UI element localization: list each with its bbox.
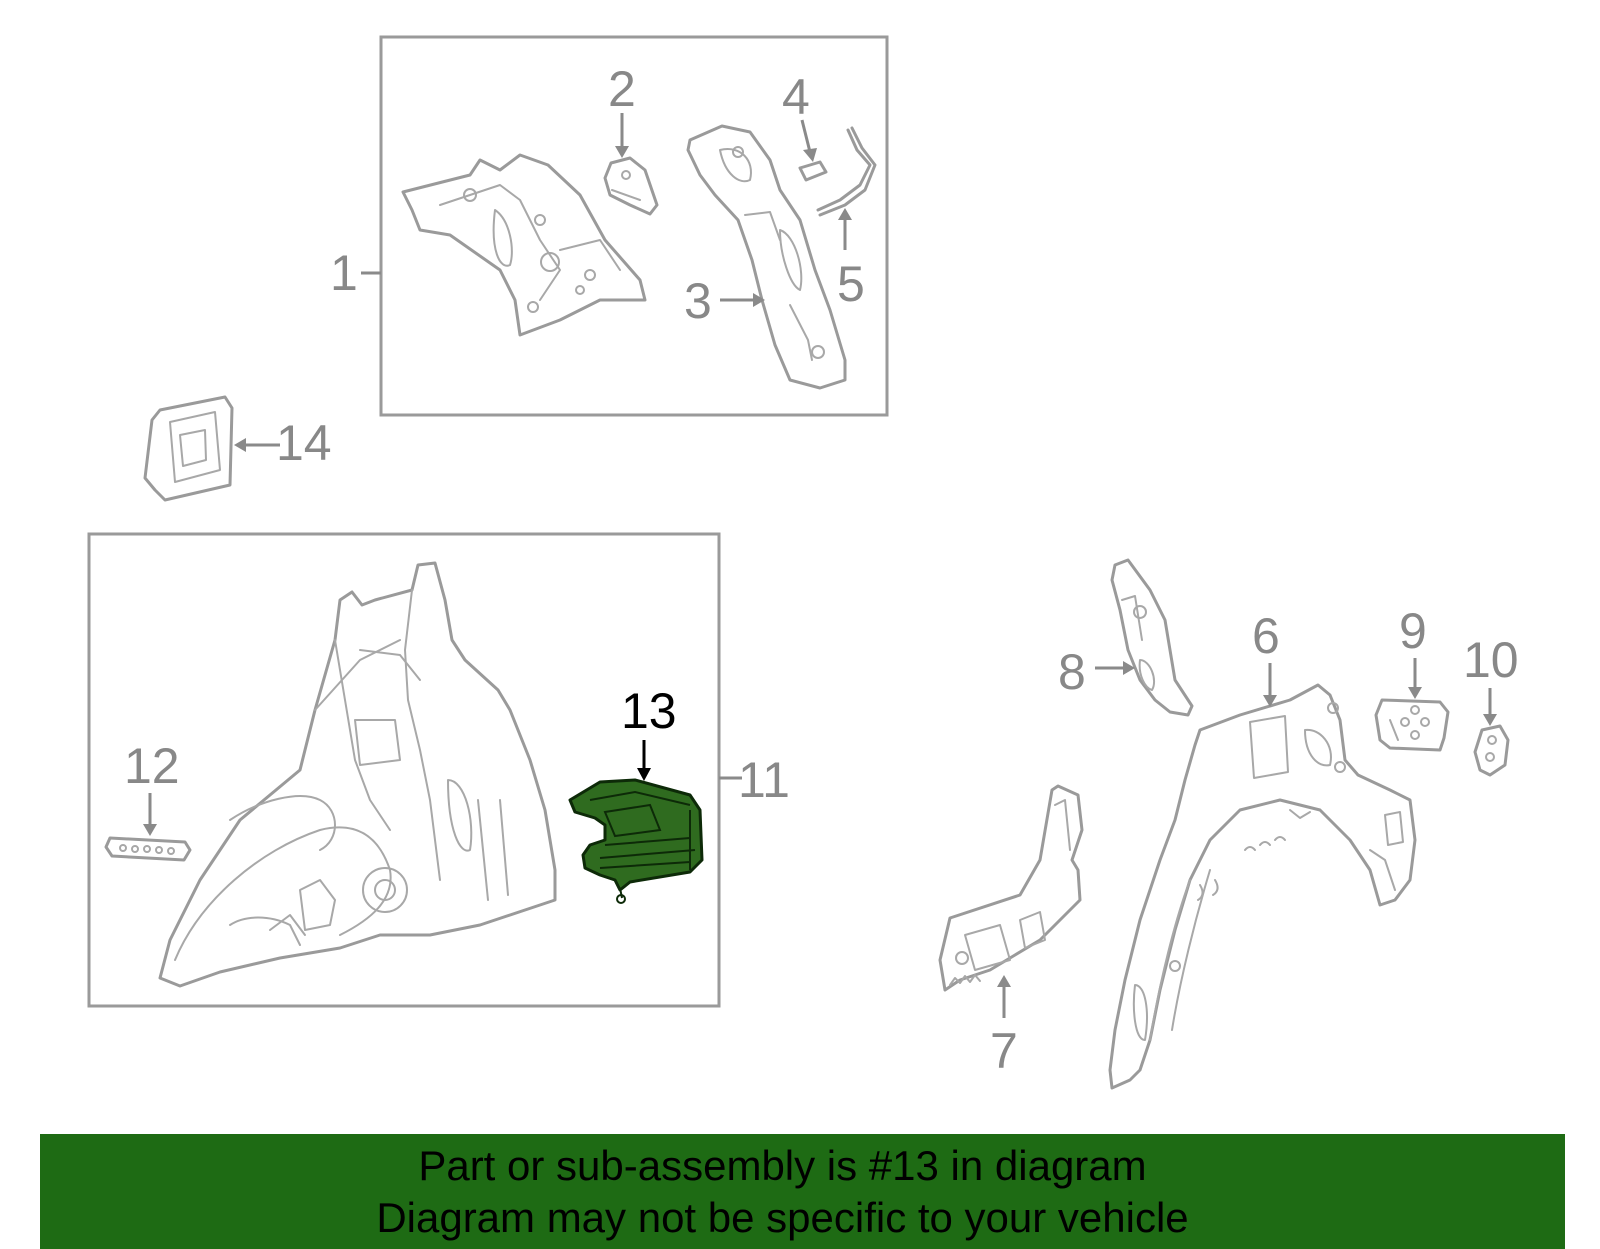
callout-5: 5: [837, 256, 865, 312]
callout-11: 11: [738, 752, 790, 808]
callout-7: 7: [990, 1023, 1018, 1079]
part-7-rear-panel: [938, 784, 1084, 992]
callout-3: 3: [684, 273, 712, 329]
callout-10: 10: [1463, 632, 1519, 688]
callout-4: 4: [782, 69, 810, 125]
caption-line-disclaimer: Diagram may not be specific to your vehi…: [376, 1194, 1189, 1241]
part-1-inner-panel: [401, 153, 647, 337]
part-12-plug-strip: [104, 836, 192, 862]
part-2-bracket: [603, 156, 659, 216]
part-8-pillar: [1110, 558, 1194, 717]
callout-2: 2: [608, 61, 636, 117]
callout-14: 14: [276, 415, 332, 471]
part-9-bracket: [1374, 698, 1450, 752]
callout-9: 9: [1399, 603, 1427, 659]
assembly-box-1: [379, 35, 889, 417]
callout-8: 8: [1058, 644, 1086, 700]
part-13-bracket-highlighted: [568, 778, 704, 904]
part-14-grommet: [143, 395, 234, 502]
part-11-wheelhouse: [158, 561, 557, 988]
part-4-clip: [798, 160, 828, 182]
part-3-pillar: [686, 124, 847, 390]
callout-6: 6: [1252, 608, 1280, 664]
callout-12: 12: [124, 738, 180, 794]
caption-line-part: Part or sub-assembly is #13 in diagram: [418, 1142, 1147, 1189]
part-5-rod: [816, 126, 877, 217]
callout-1: 1: [330, 245, 358, 301]
part-6-quarter-panel: [1108, 683, 1417, 1090]
part-10-plate: [1473, 724, 1510, 777]
callout-13: 13: [621, 683, 677, 739]
part-caption-banner: Part or sub-assembly is #13 in diagram D…: [40, 1134, 1565, 1249]
assembly-box-11: [87, 532, 721, 1008]
